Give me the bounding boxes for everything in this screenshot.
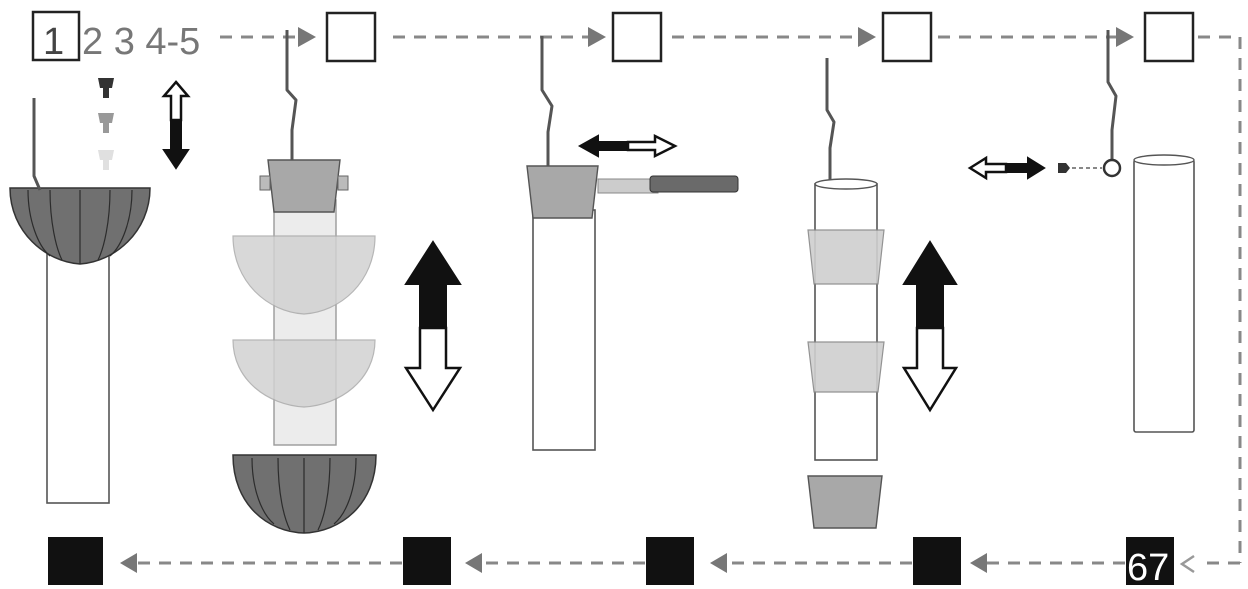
stage-3-tool-light — [597, 178, 659, 194]
stage-4-tube — [814, 183, 878, 461]
step-5-box — [1143, 11, 1195, 63]
flow-arrow-6-head-icon — [710, 553, 727, 573]
step-6-box — [1126, 537, 1174, 585]
flow-arrow-8-head-icon — [120, 553, 137, 573]
flow-arrow-7-head-icon — [465, 553, 482, 573]
stage-1-assembled-lamp — [9, 78, 191, 504]
stage-5-ring-icon — [1102, 158, 1122, 178]
step-3-box — [611, 11, 663, 63]
stage-3-tube-with-tool — [526, 36, 739, 451]
step-1-label-group: 1 2 3 4-5 — [31, 10, 200, 63]
stage-2-collar — [267, 159, 341, 213]
stage-1-tube — [46, 244, 110, 504]
stage-2-bowl-ribs — [251, 457, 357, 533]
stage-1-bowl-ribs — [27, 189, 133, 264]
stage-2-rod — [285, 30, 298, 160]
top-flow-arrows — [220, 27, 1242, 565]
stage-2-up-down-arrow-icon — [403, 240, 463, 413]
bottom-flow-arrows — [120, 553, 1125, 573]
stage-4-ghost-collar-1 — [807, 229, 885, 285]
stage-3-collar — [526, 165, 599, 219]
step-4-box — [881, 11, 933, 63]
stage-1-up-down-arrow-icon — [161, 80, 191, 170]
stage-5-screw-icon — [1058, 163, 1070, 173]
step-8-box — [646, 537, 694, 585]
stage-3-tube — [532, 209, 596, 451]
step-6-badge: 67 — [1126, 537, 1195, 589]
stage-2-bowl-ghost-1 — [232, 235, 376, 315]
finial-light-icon — [98, 150, 114, 160]
step-9-box — [403, 537, 451, 585]
stage-5-tube — [1133, 159, 1195, 433]
flow-arrow-1-head-icon — [298, 27, 316, 47]
step-2-box — [325, 11, 377, 63]
stage-1-rod — [32, 98, 42, 191]
flow-arrow-4-head-icon — [1116, 27, 1134, 47]
step-7-box — [913, 537, 961, 585]
stage-2-stack — [232, 30, 463, 534]
flow-arrow-3-head-icon — [858, 27, 876, 47]
finial-dark-icon — [98, 78, 114, 88]
stage-4-collar — [807, 475, 883, 529]
step-1-digit: 1 — [43, 21, 64, 63]
stage-4-ghost-collar-2 — [807, 341, 885, 393]
stage-2-bowl-ghost-2 — [232, 339, 376, 408]
stage-4-up-down-arrow-icon — [901, 240, 959, 413]
stage-5-tube — [967, 30, 1195, 433]
stage-5-rod — [1106, 30, 1118, 160]
step-6-badge-text: 67 — [1127, 547, 1169, 589]
stage-3-left-right-arrow-icon — [577, 133, 678, 159]
step-1-box — [31, 10, 81, 62]
stage-4-rod — [825, 58, 836, 182]
finial-mid-icon — [98, 113, 114, 123]
stage-5-left-right-arrow-icon — [967, 155, 1046, 181]
stage-3-tool-dark — [649, 175, 739, 193]
stage-3-rod — [540, 36, 554, 166]
step-numbers-text: 2 3 4-5 — [82, 21, 200, 63]
step-10-box — [48, 537, 103, 585]
small-left-chevron-icon — [1179, 554, 1195, 574]
flow-arrow-2-head-icon — [588, 27, 606, 47]
flow-arrow-5-head-icon — [970, 553, 987, 573]
stage-4-tube — [807, 58, 959, 529]
